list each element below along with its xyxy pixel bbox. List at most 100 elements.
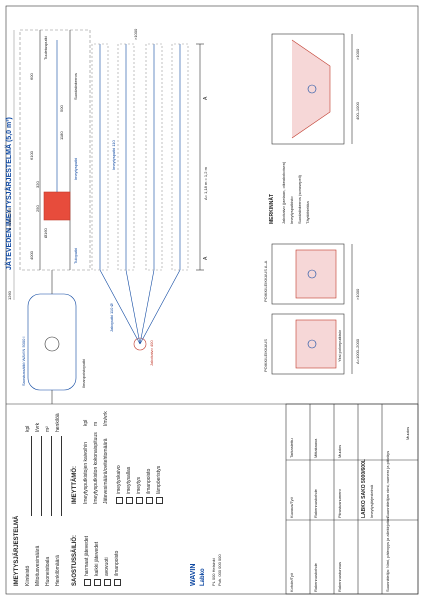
cross-sections — [271, 33, 353, 375]
dim-400-1000: 400–1000 — [355, 102, 360, 120]
label-dist-well: Jakokaivo 400 — [149, 340, 154, 366]
tb-row1-m: Rakennuskohde — [313, 489, 318, 518]
label-tank: Saostussäiliö WAVIN 5000 l — [21, 336, 26, 386]
label-vent-pipe: Ilmanpoistoputki — [81, 359, 86, 388]
dim-1000-a: >1000 — [355, 288, 360, 300]
form-field-3: Henkilömäärä — [55, 555, 61, 586]
imeytys-field-1: Imeytysputkiston kokonaispituus — [93, 432, 99, 504]
label-inlet: Tuloputki — [73, 247, 78, 264]
titleblock-frame — [285, 403, 419, 595]
logo-address: PL 000 Helsinki — [211, 558, 216, 586]
trench-profile — [19, 29, 91, 271]
imeytys-option-0: imeytyskaivo — [116, 465, 122, 494]
saostus-checkbox-0[interactable] — [84, 579, 91, 586]
dim-1000-b: >1000 — [355, 48, 360, 60]
imeytys-option-1: imeytysallas — [126, 466, 132, 494]
imeytys-checkbox-2[interactable] — [136, 497, 143, 504]
plan-distribution-well — [133, 337, 147, 351]
saostus-heading: SAOSTUSSÄILIÖ: — [72, 534, 78, 586]
imeytys-option-3: ilmanpoisto — [146, 468, 152, 494]
form-field-0-input — [31, 436, 32, 516]
tb-row1-r: Mittakaava — [313, 438, 318, 458]
dim-600: 600 — [29, 73, 34, 80]
note-3: Suodatinkerros (sorasepeli) — [297, 175, 302, 224]
form-field-2-unit: m² — [45, 426, 51, 432]
tb-drawing: LABKO SAKO 5000/600L — [361, 459, 367, 518]
notes-heading: MERKINNÄT — [269, 194, 275, 224]
logo-phone: Puh. 000 000 000 — [217, 554, 222, 586]
form-field-0: Kiinteistö — [25, 565, 31, 586]
dim-320: 320 — [35, 181, 40, 188]
saostus-option-1: kaikki jätevedet — [94, 541, 100, 576]
form-field-2: Huoneistoala — [45, 556, 51, 586]
saostus-option-3: ilmanpoisto — [114, 550, 120, 576]
dim-4000: 4000 — [29, 251, 34, 260]
logo-name: WAVIN — [190, 563, 197, 586]
form-field-0-unit: kpl — [25, 425, 31, 432]
dim-250: 250 — [35, 205, 40, 212]
label-cross-a: POIKKILEIKKAUS — [263, 339, 268, 372]
label-pipe-dim: Ø160 — [43, 228, 48, 238]
tb-note: Suunnittelija: Nimi, pätevyys ja allekir… — [385, 516, 390, 592]
label-fill: Yksi polveputkisto — [337, 329, 342, 362]
form-field-2-input — [51, 436, 52, 516]
tb-scale: Muutos — [405, 426, 410, 440]
tb-note2: Suunnittelijan nimi, numero ja päiväys — [385, 450, 390, 518]
tank-manhole — [44, 336, 60, 352]
form-heading: IMEYTYSJÄRJESTELMÄ — [14, 515, 20, 586]
dim-2000: A=1000–2000 — [355, 338, 360, 364]
dim-6100: 6100 — [29, 151, 34, 160]
label-perf: Imeytysputki — [73, 157, 78, 180]
tank-outline — [27, 293, 77, 391]
label-dim-total: A= 1,18 m = 1,2 m — [203, 167, 208, 200]
dim-1260: 1260 — [7, 291, 12, 300]
saostus-option-2: avovuoti — [104, 557, 110, 576]
cross-section-b — [271, 243, 345, 305]
form-field-1-unit: l/vrk — [35, 422, 41, 432]
distribution-well — [43, 191, 71, 221]
saostus-option-0: harmaat jätevedet — [84, 535, 90, 576]
dim-500: 500 — [59, 105, 64, 112]
imeytys-checkbox-1[interactable] — [126, 497, 133, 504]
label-vent: Tuuletusputki — [43, 36, 48, 60]
cross-section-a — [271, 313, 345, 375]
logo-sub: Labko — [200, 568, 206, 586]
dim-1180: 1180 — [59, 131, 64, 140]
dim-a-1: A — [203, 256, 209, 260]
saostus-checkbox-2[interactable] — [104, 579, 111, 586]
imeytys-checkbox-4[interactable] — [156, 497, 163, 504]
imeytys-checkbox-0[interactable] — [116, 497, 123, 504]
imeytys-checkbox-3[interactable] — [146, 497, 153, 504]
tb-row2-l: Rakennustunnus — [337, 561, 342, 592]
tb-row0-r: Tarkastettu — [289, 438, 294, 458]
imeytys-field-0-unit: kpl — [83, 419, 89, 426]
label-spacing: >1000 — [133, 28, 138, 40]
note-1: Jakokaivo (jaetaan, oikeakokoisen) — [281, 161, 286, 224]
imeytys-field-2: Jätevesimäärä/ovitehtomäärä — [103, 438, 109, 504]
imeytys-option-4: lämpöeristys — [156, 465, 162, 494]
imeytys-field-2-unit: l/m/vrk — [103, 411, 109, 426]
tb-row0-m: Kuvaus/Työ — [289, 497, 294, 518]
tb-row2-r: Muutos — [337, 444, 342, 458]
note-4: Täyttöhiekka — [305, 201, 310, 224]
imeytys-heading: IMEYTTÄMÖ: — [72, 466, 78, 504]
drawing-title: JÄTEVEDEN IMEYTYSJÄRJESTELMÄ (5,0 m³) — [6, 117, 13, 270]
saostus-checkbox-3[interactable] — [114, 579, 121, 586]
imeytys-option-2: imeytys — [136, 477, 142, 494]
form-field-1: Mitoitusvesimäärä — [35, 545, 41, 586]
form-field-1-input — [41, 436, 42, 516]
tb-system: Imeytysjärjestelmä — [369, 484, 374, 518]
dim-a-2: A — [203, 96, 209, 100]
label-cross-b: POIKKILEIKKAUS A–A — [263, 260, 268, 302]
saostus-checkbox-1[interactable] — [94, 579, 101, 586]
section-view — [13, 29, 91, 404]
imeytys-field-0: Imeytysputkistojen kaivoihin — [83, 442, 89, 504]
dim-2500: h=Max 2500 — [7, 207, 12, 230]
note-2: Imeytysputkisto — [289, 196, 294, 224]
tb-row1-l: Rakennuskohde — [313, 563, 318, 592]
label-gravel: Suodatinkerros — [73, 73, 78, 100]
form-field-3-input — [61, 436, 62, 516]
